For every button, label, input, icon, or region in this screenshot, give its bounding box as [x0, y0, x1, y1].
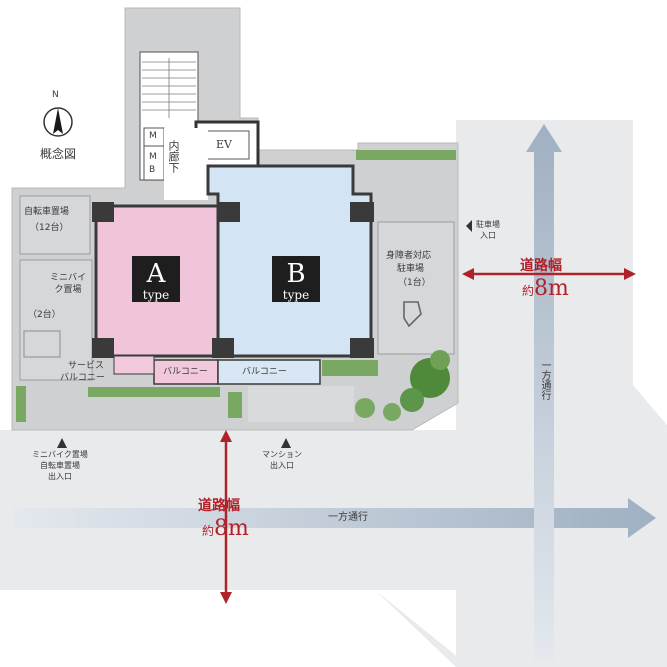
road-width-value-horizontal-road: 約8m — [202, 516, 249, 541]
road-width-prefix-horizontal-road: 約 — [202, 524, 215, 538]
mansion-entrance-label-2: 出入口 — [270, 461, 294, 470]
north-arrow-icon — [53, 108, 63, 134]
north-compass — [43, 107, 73, 137]
road-corner — [375, 590, 470, 667]
balcony-a-label: バルコニー — [163, 367, 208, 377]
columns — [92, 202, 374, 358]
road-width-dimension-horizontal — [462, 268, 636, 280]
balcony-b-label: バルコニー — [242, 367, 287, 377]
service-balcony-label-2: バルコニー — [60, 373, 105, 383]
accessible-parking-count: （1台） — [398, 278, 431, 288]
vertical-road — [456, 120, 667, 667]
road-width-prefix-vertical-road: 約 — [522, 284, 535, 298]
parking-entrance-label-1: 駐車場 — [476, 220, 500, 229]
one-way-label-vertical: 一方通行 — [539, 360, 550, 400]
mb-label-top: M — [149, 131, 157, 141]
entry-path — [248, 386, 354, 422]
bicycle-parking-label: 自転車置場 — [24, 207, 70, 217]
accessible-symbol — [403, 301, 422, 328]
minibike-parking-label: ミニバイク置場 — [49, 273, 86, 295]
parking-entrance-label-2: 入口 — [480, 231, 496, 240]
ev-label: EV — [216, 138, 232, 151]
minibike-entrance-marker — [57, 438, 67, 448]
minibike-parking-count: （2台） — [28, 310, 61, 320]
ev-shaft — [202, 130, 250, 160]
balcony-a — [153, 359, 219, 385]
road-width-value-vertical-road: 約8m — [522, 276, 569, 301]
bike-entrance-label-2: 自転車置場 — [40, 461, 80, 470]
road-width-number-horizontal-road: 8m — [214, 516, 249, 541]
unit-b-type: type — [282, 288, 310, 302]
one-way-arrow-vertical — [526, 124, 562, 660]
service-balcony-label-1: サービス — [68, 361, 105, 371]
unit-b-letter: B — [286, 259, 306, 289]
plan-caption: 概念図 — [40, 147, 77, 161]
mb-label-mid: M — [149, 152, 157, 162]
accessible-parking-area — [377, 221, 455, 355]
road-width-label-vertical-road: 道路幅 — [520, 258, 562, 274]
stairs — [142, 58, 196, 118]
one-way-arrow-horizontal — [14, 498, 656, 538]
road-width-label-horizontal-road: 道路幅 — [198, 498, 240, 514]
service-balcony — [113, 355, 155, 375]
bike-entrance-label-1: ミニバイク置場 — [32, 450, 88, 459]
accessible-parking-label-2: 駐車場 — [397, 264, 425, 274]
inner-corridor — [164, 128, 208, 200]
compass-north: N — [52, 90, 59, 100]
accessible-parking-label-1: 身障者対応 — [386, 251, 432, 261]
one-way-label-horizontal: 一方通行 — [328, 512, 368, 523]
unit-a-letter: A — [146, 259, 166, 289]
road-width-dimension-vertical — [220, 430, 232, 604]
hedge — [16, 150, 456, 422]
minibike-parking-area — [19, 259, 93, 381]
unit-b-tag: B type — [272, 256, 320, 302]
corridor-label: 内廊下 — [167, 140, 180, 173]
balcony-b — [217, 359, 321, 385]
mb-label-bottom: B — [149, 165, 156, 175]
unit-a-type: type — [142, 288, 170, 302]
bicycle-parking-area — [19, 195, 91, 255]
parking-entrance-marker — [466, 220, 472, 232]
mansion-entrance-marker — [281, 438, 291, 448]
bicycle-parking-count: （12台） — [30, 223, 69, 233]
road-width-number-vertical-road: 8m — [534, 276, 569, 301]
unit-a-tag: A type — [132, 256, 180, 302]
mansion-entrance-label-1: マンション — [262, 450, 302, 459]
minibike-slot — [23, 330, 61, 358]
bike-entrance-label-3: 出入口 — [48, 472, 72, 481]
